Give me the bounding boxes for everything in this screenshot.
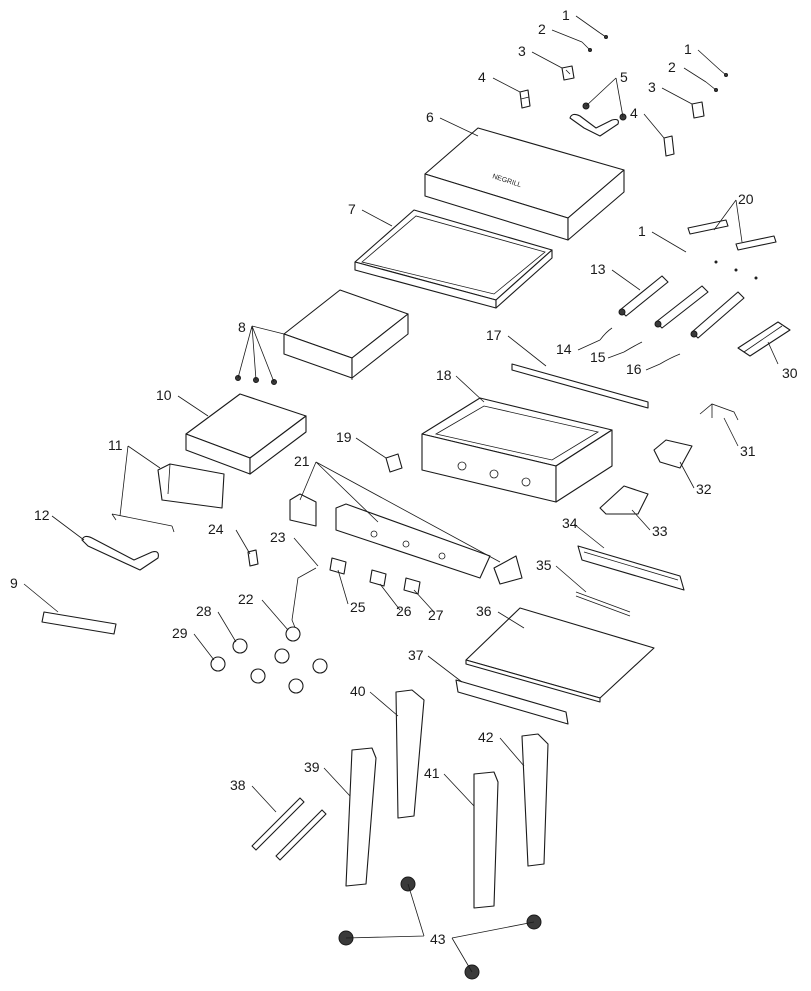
part-leg-front-left xyxy=(345,747,377,887)
part-griddle-plate xyxy=(354,209,553,309)
callout-label: 23 xyxy=(270,529,286,545)
part-towel-bar xyxy=(81,535,159,571)
part-tool-plate xyxy=(41,611,117,635)
part-front-rail xyxy=(511,363,649,409)
part-shelf-rail xyxy=(455,679,569,725)
part-grease-cup xyxy=(653,439,693,469)
leader-lines xyxy=(23,15,779,973)
callout-label: 16 xyxy=(626,361,642,377)
part-bracket-right xyxy=(691,101,705,119)
callout-label: 20 xyxy=(738,191,754,207)
callout-label: 8 xyxy=(238,319,246,335)
part-burners xyxy=(618,275,745,339)
part-small-bracket xyxy=(247,549,259,567)
callout-label: 37 xyxy=(408,647,424,663)
part-front-bracket xyxy=(577,545,685,591)
part-firebox xyxy=(421,397,613,503)
callout-label: 11 xyxy=(108,437,123,453)
callout-label: 1 xyxy=(638,223,646,239)
part-bottom-shelf xyxy=(465,607,655,703)
callout-label: 31 xyxy=(740,443,756,459)
part-bin-hanger xyxy=(111,513,175,533)
callout-label: 38 xyxy=(230,777,246,793)
callout-label: 39 xyxy=(304,759,320,775)
callout-label: 15 xyxy=(590,349,606,365)
callout-label: 3 xyxy=(518,43,526,59)
part-gas-manifold xyxy=(285,567,317,642)
part-lid-handle xyxy=(569,102,627,137)
part-heat-box xyxy=(235,289,409,385)
part-screw-left xyxy=(599,32,608,39)
callout-label: 6 xyxy=(426,109,434,125)
part-burner-brackets xyxy=(687,219,777,280)
part-cross-braces xyxy=(251,797,327,861)
callout-label: 40 xyxy=(350,683,366,699)
part-pin-left xyxy=(581,41,592,52)
part-panel-side-left xyxy=(289,493,317,527)
callout-label: 14 xyxy=(556,341,572,357)
callout-label: 34 xyxy=(562,515,578,531)
part-drip-guard xyxy=(737,321,791,357)
part-casters xyxy=(338,876,542,980)
part-control-panel xyxy=(335,503,491,579)
part-control-knobs xyxy=(210,638,328,694)
callout-label: 43 xyxy=(430,931,446,947)
part-igniter-module xyxy=(385,453,403,473)
callout-label: 1 xyxy=(684,41,692,57)
part-pin-right xyxy=(705,81,718,92)
callout-label: 24 xyxy=(208,521,224,537)
callout-label: 36 xyxy=(476,603,492,619)
callout-label: 4 xyxy=(630,105,638,121)
callout-label: 18 xyxy=(436,367,452,383)
callout-label: 41 xyxy=(424,765,440,781)
part-storage-bin xyxy=(157,463,225,509)
callout-label: 21 xyxy=(294,453,310,469)
callout-label: 4 xyxy=(478,69,486,85)
part-hook xyxy=(699,403,739,421)
callout-label: 7 xyxy=(348,201,356,217)
part-panel-side-right xyxy=(493,555,523,585)
callout-label: 25 xyxy=(350,599,366,615)
callout-label: 12 xyxy=(34,507,50,523)
part-leg-front-right xyxy=(473,771,499,909)
callout-label: 28 xyxy=(196,603,212,619)
callout-label: 22 xyxy=(238,591,254,607)
part-leg-rear-left xyxy=(395,689,425,819)
callout-label: 2 xyxy=(668,59,676,75)
part-ignition-electrodes xyxy=(599,327,681,365)
callout-label: 2 xyxy=(538,21,546,37)
callout-label: 42 xyxy=(478,729,494,745)
part-lower-rod xyxy=(575,591,631,617)
part-hinge-left xyxy=(519,89,531,109)
callout-label: 32 xyxy=(696,481,712,497)
callout-label: 9 xyxy=(10,575,18,591)
callout-label: 3 xyxy=(648,79,656,95)
callout-label: 29 xyxy=(172,625,188,641)
callout-labels: 1 2 3 4 5 1 2 3 4 6 7 20 1 13 8 17 14 15… xyxy=(10,7,798,947)
callout-label: 33 xyxy=(652,523,668,539)
callout-label: 30 xyxy=(782,365,798,381)
part-screw-right xyxy=(719,69,728,77)
callout-label: 26 xyxy=(396,603,412,619)
callout-label: 13 xyxy=(590,261,606,277)
callout-label: 35 xyxy=(536,557,552,573)
part-hinge-right xyxy=(663,135,675,157)
callout-label: 5 xyxy=(620,69,628,85)
callout-label: 27 xyxy=(428,607,444,623)
part-grease-tray xyxy=(599,485,649,515)
part-bracket-left xyxy=(561,65,575,81)
part-valves xyxy=(329,557,421,595)
part-leg-rear-right xyxy=(521,733,549,867)
callout-label: 1 xyxy=(562,7,570,23)
part-lid: NEGRILL xyxy=(424,127,625,241)
callout-label: 10 xyxy=(156,387,172,403)
callout-label: 17 xyxy=(486,327,502,343)
callout-label: 19 xyxy=(336,429,352,445)
part-side-shelf xyxy=(185,393,307,475)
